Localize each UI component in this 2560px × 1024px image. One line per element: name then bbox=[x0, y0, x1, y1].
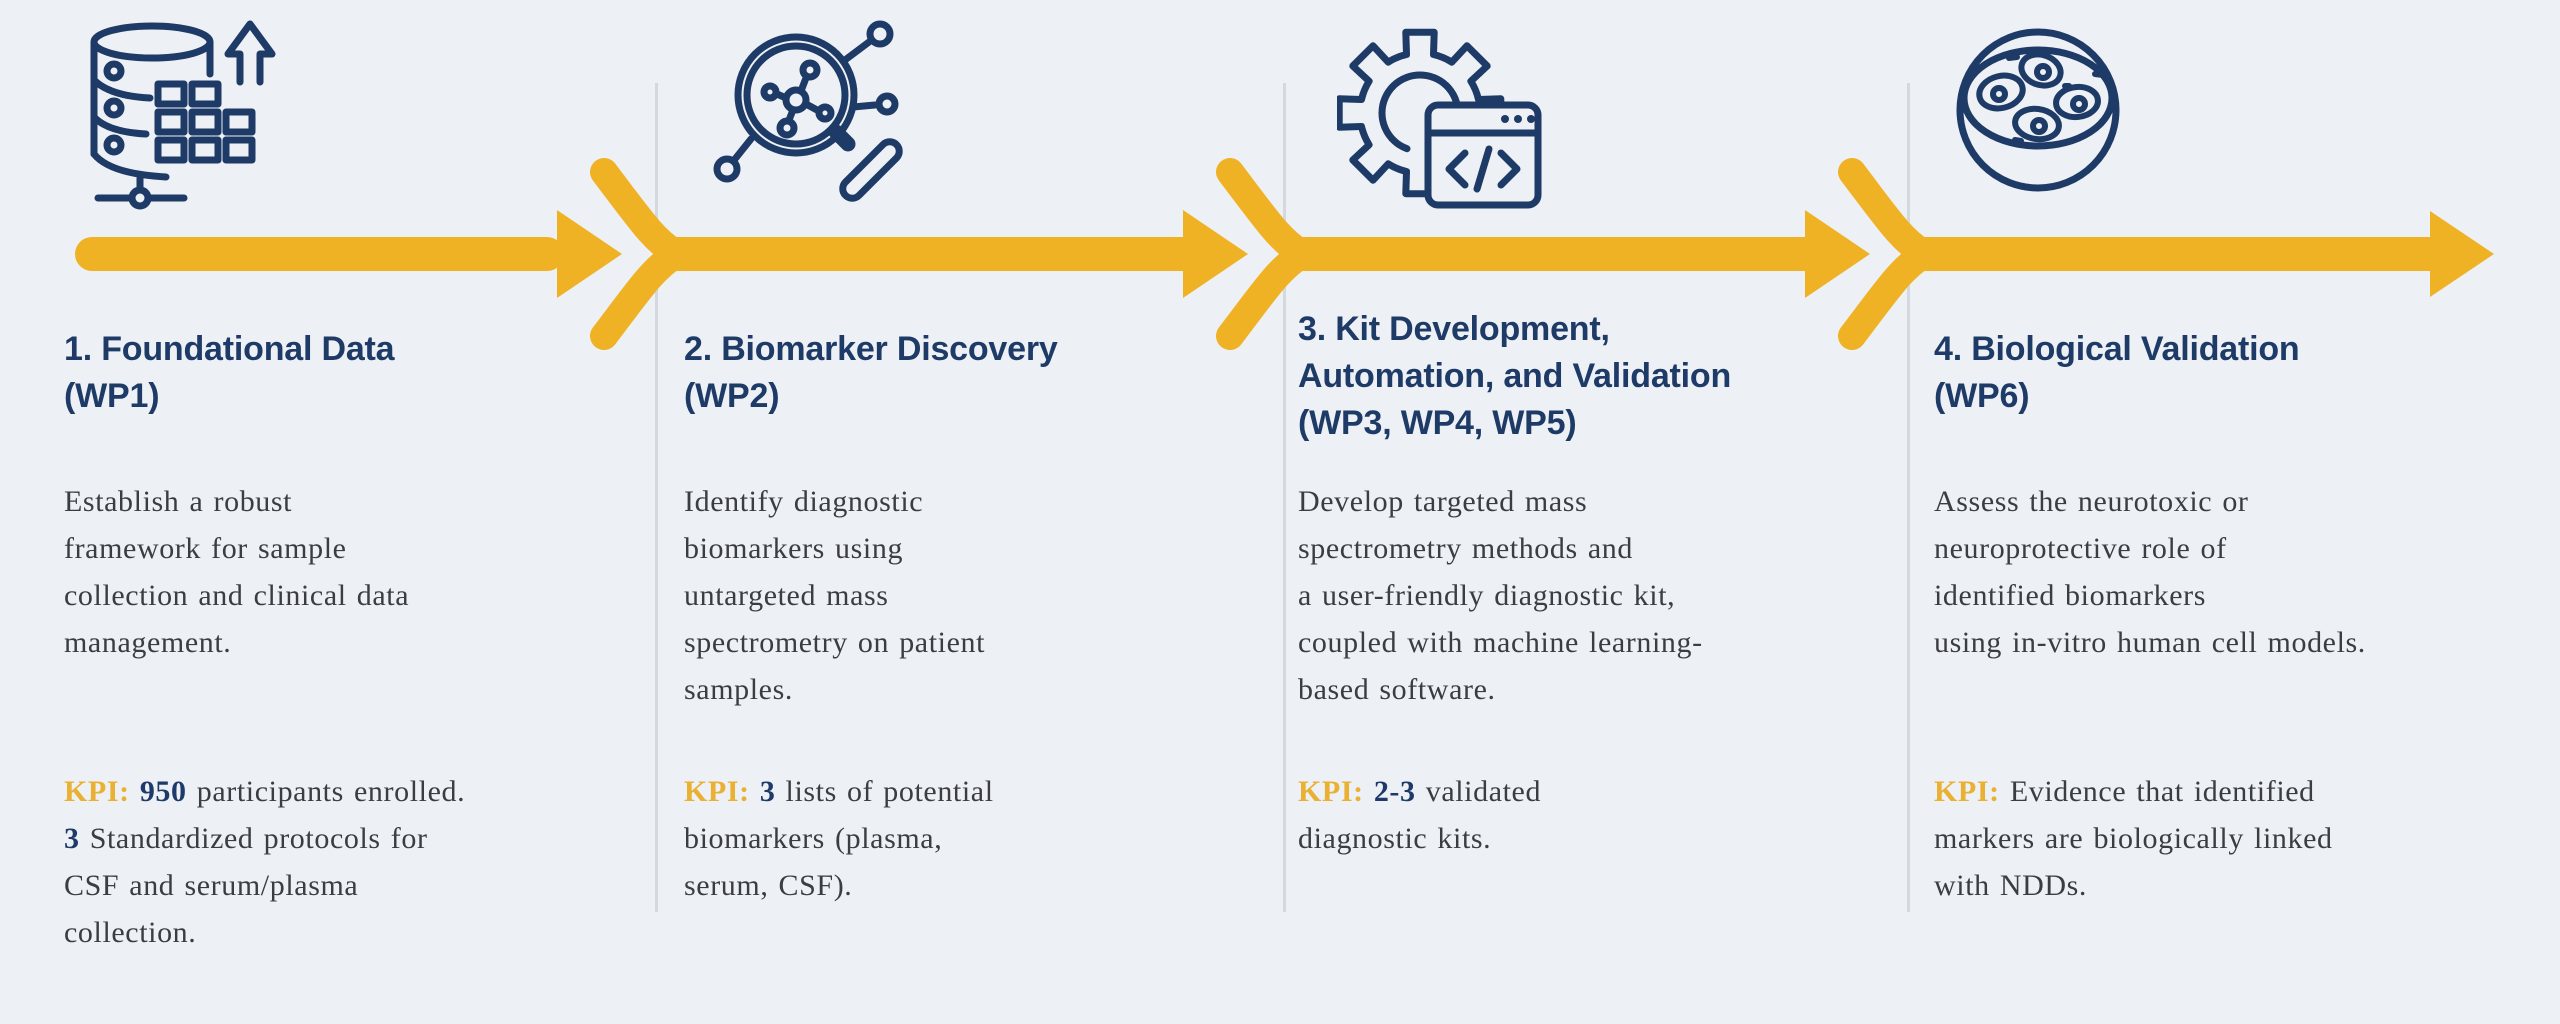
stage-title: 2. Biomarker Discovery (WP2) bbox=[684, 330, 1058, 415]
kpi-text-segment: Standardized protocols for CSF and serum… bbox=[64, 822, 428, 949]
kpi-text-segment: 2-3 bbox=[1373, 775, 1416, 808]
stage-description: Develop targeted mass spectrometry metho… bbox=[1298, 485, 1703, 706]
petri-dish-cells-icon bbox=[1953, 18, 2133, 218]
stage-description: Assess the neurotoxic or neuroprotective… bbox=[1934, 485, 2366, 659]
stage-description: Establish a robust framework for sample … bbox=[64, 485, 410, 659]
gear-code-window-icon bbox=[1337, 15, 1542, 210]
kpi-text-segment: lists of potential biomarkers (plasma, s… bbox=[684, 775, 994, 902]
kpi-text-segment: KPI: bbox=[64, 775, 140, 808]
column-divider bbox=[1907, 83, 1910, 912]
stage-column-4: 4. Biological Validation (WP6) Assess th… bbox=[1934, 0, 2542, 1024]
kpi-text-segment: Evidence that identified markers are bio… bbox=[1934, 775, 2333, 902]
stage-kpi: KPI: 2-3 validated diagnostic kits. bbox=[1298, 768, 1888, 862]
stage-description: Identify diagnostic biomarkers using unt… bbox=[684, 485, 986, 706]
stage-kpi: KPI: 950 participants enrolled. 3 Standa… bbox=[64, 768, 654, 956]
stage-title: 4. Biological Validation (WP6) bbox=[1934, 330, 2300, 415]
stage-title: 3. Kit Development, Automation, and Vali… bbox=[1298, 310, 1732, 442]
stage-kpi: KPI: Evidence that identified markers ar… bbox=[1934, 768, 2524, 909]
kpi-text-segment: 3 bbox=[759, 775, 776, 808]
kpi-text-segment: KPI: bbox=[684, 775, 760, 808]
kpi-text-segment: KPI: bbox=[1298, 775, 1374, 808]
kpi-text-segment: KPI: bbox=[1934, 775, 2010, 808]
database-icon bbox=[80, 12, 280, 212]
column-divider bbox=[1283, 83, 1286, 912]
stage-column-3: 3. Kit Development, Automation, and Vali… bbox=[1298, 0, 1906, 1024]
kpi-text-segment: 950 bbox=[139, 775, 187, 808]
column-divider bbox=[655, 83, 658, 912]
stage-kpi: KPI: 3 lists of potential biomarkers (pl… bbox=[684, 768, 1274, 909]
magnifier-molecule-icon bbox=[705, 12, 905, 207]
stage-title: 1. Foundational Data (WP1) bbox=[64, 330, 395, 415]
kpi-text-segment: validated diagnostic kits. bbox=[1298, 775, 1542, 855]
stage-column-1: 1. Foundational Data (WP1) Establish a r… bbox=[64, 0, 672, 1024]
stage-column-2: 2. Biomarker Discovery (WP2) Identify di… bbox=[684, 0, 1292, 1024]
kpi-text-segment: 3 bbox=[64, 822, 80, 855]
kpi-text-segment: participants enrolled. bbox=[196, 775, 466, 808]
